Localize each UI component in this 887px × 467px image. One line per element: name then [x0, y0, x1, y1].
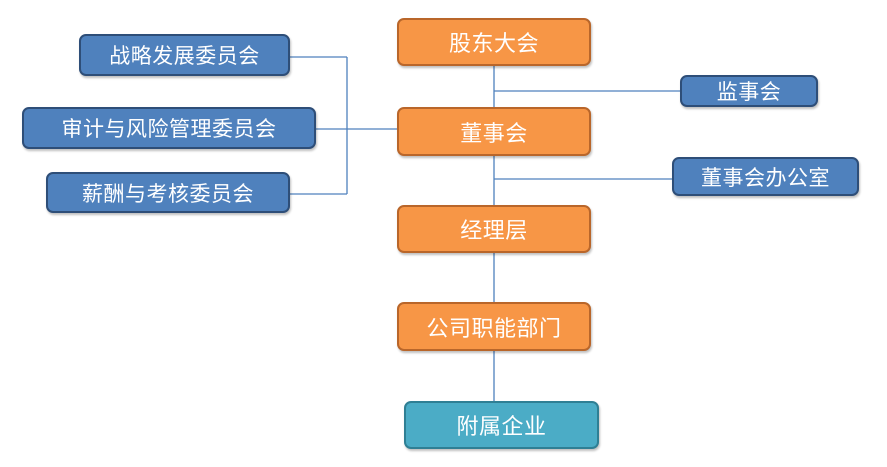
- remuneration-committee-label: 薪酬与考核委员会: [82, 181, 254, 206]
- supervisory-board-label: 监事会: [716, 80, 782, 104]
- management-label: 经理层: [460, 219, 528, 244]
- audit-risk-committee-box: 审计与风险管理委员会: [22, 107, 316, 149]
- strategy-committee-box: 战略发展委员会: [79, 34, 290, 76]
- supervisory-board-box: 监事会: [680, 75, 818, 107]
- functional-departments-box: 公司职能部门: [397, 302, 591, 351]
- shareholders-meeting-box: 股东大会: [397, 18, 591, 66]
- shareholders-meeting-label: 股东大会: [448, 32, 539, 57]
- subsidiaries-box: 附属企业: [404, 401, 599, 449]
- management-box: 经理层: [397, 205, 591, 253]
- remuneration-committee-box: 薪酬与考核委员会: [46, 172, 290, 213]
- subsidiaries-label: 附属企业: [456, 415, 547, 440]
- audit-risk-committee-label: 审计与风险管理委员会: [61, 117, 277, 141]
- board-office-box: 董事会办公室: [672, 157, 859, 196]
- board-of-directors-label: 董事会: [460, 121, 528, 147]
- functional-departments-label: 公司职能部门: [426, 316, 562, 342]
- strategy-committee-label: 战略发展委员会: [109, 44, 260, 68]
- board-office-label: 董事会办公室: [701, 165, 830, 190]
- board-of-directors-box: 董事会: [397, 107, 591, 156]
